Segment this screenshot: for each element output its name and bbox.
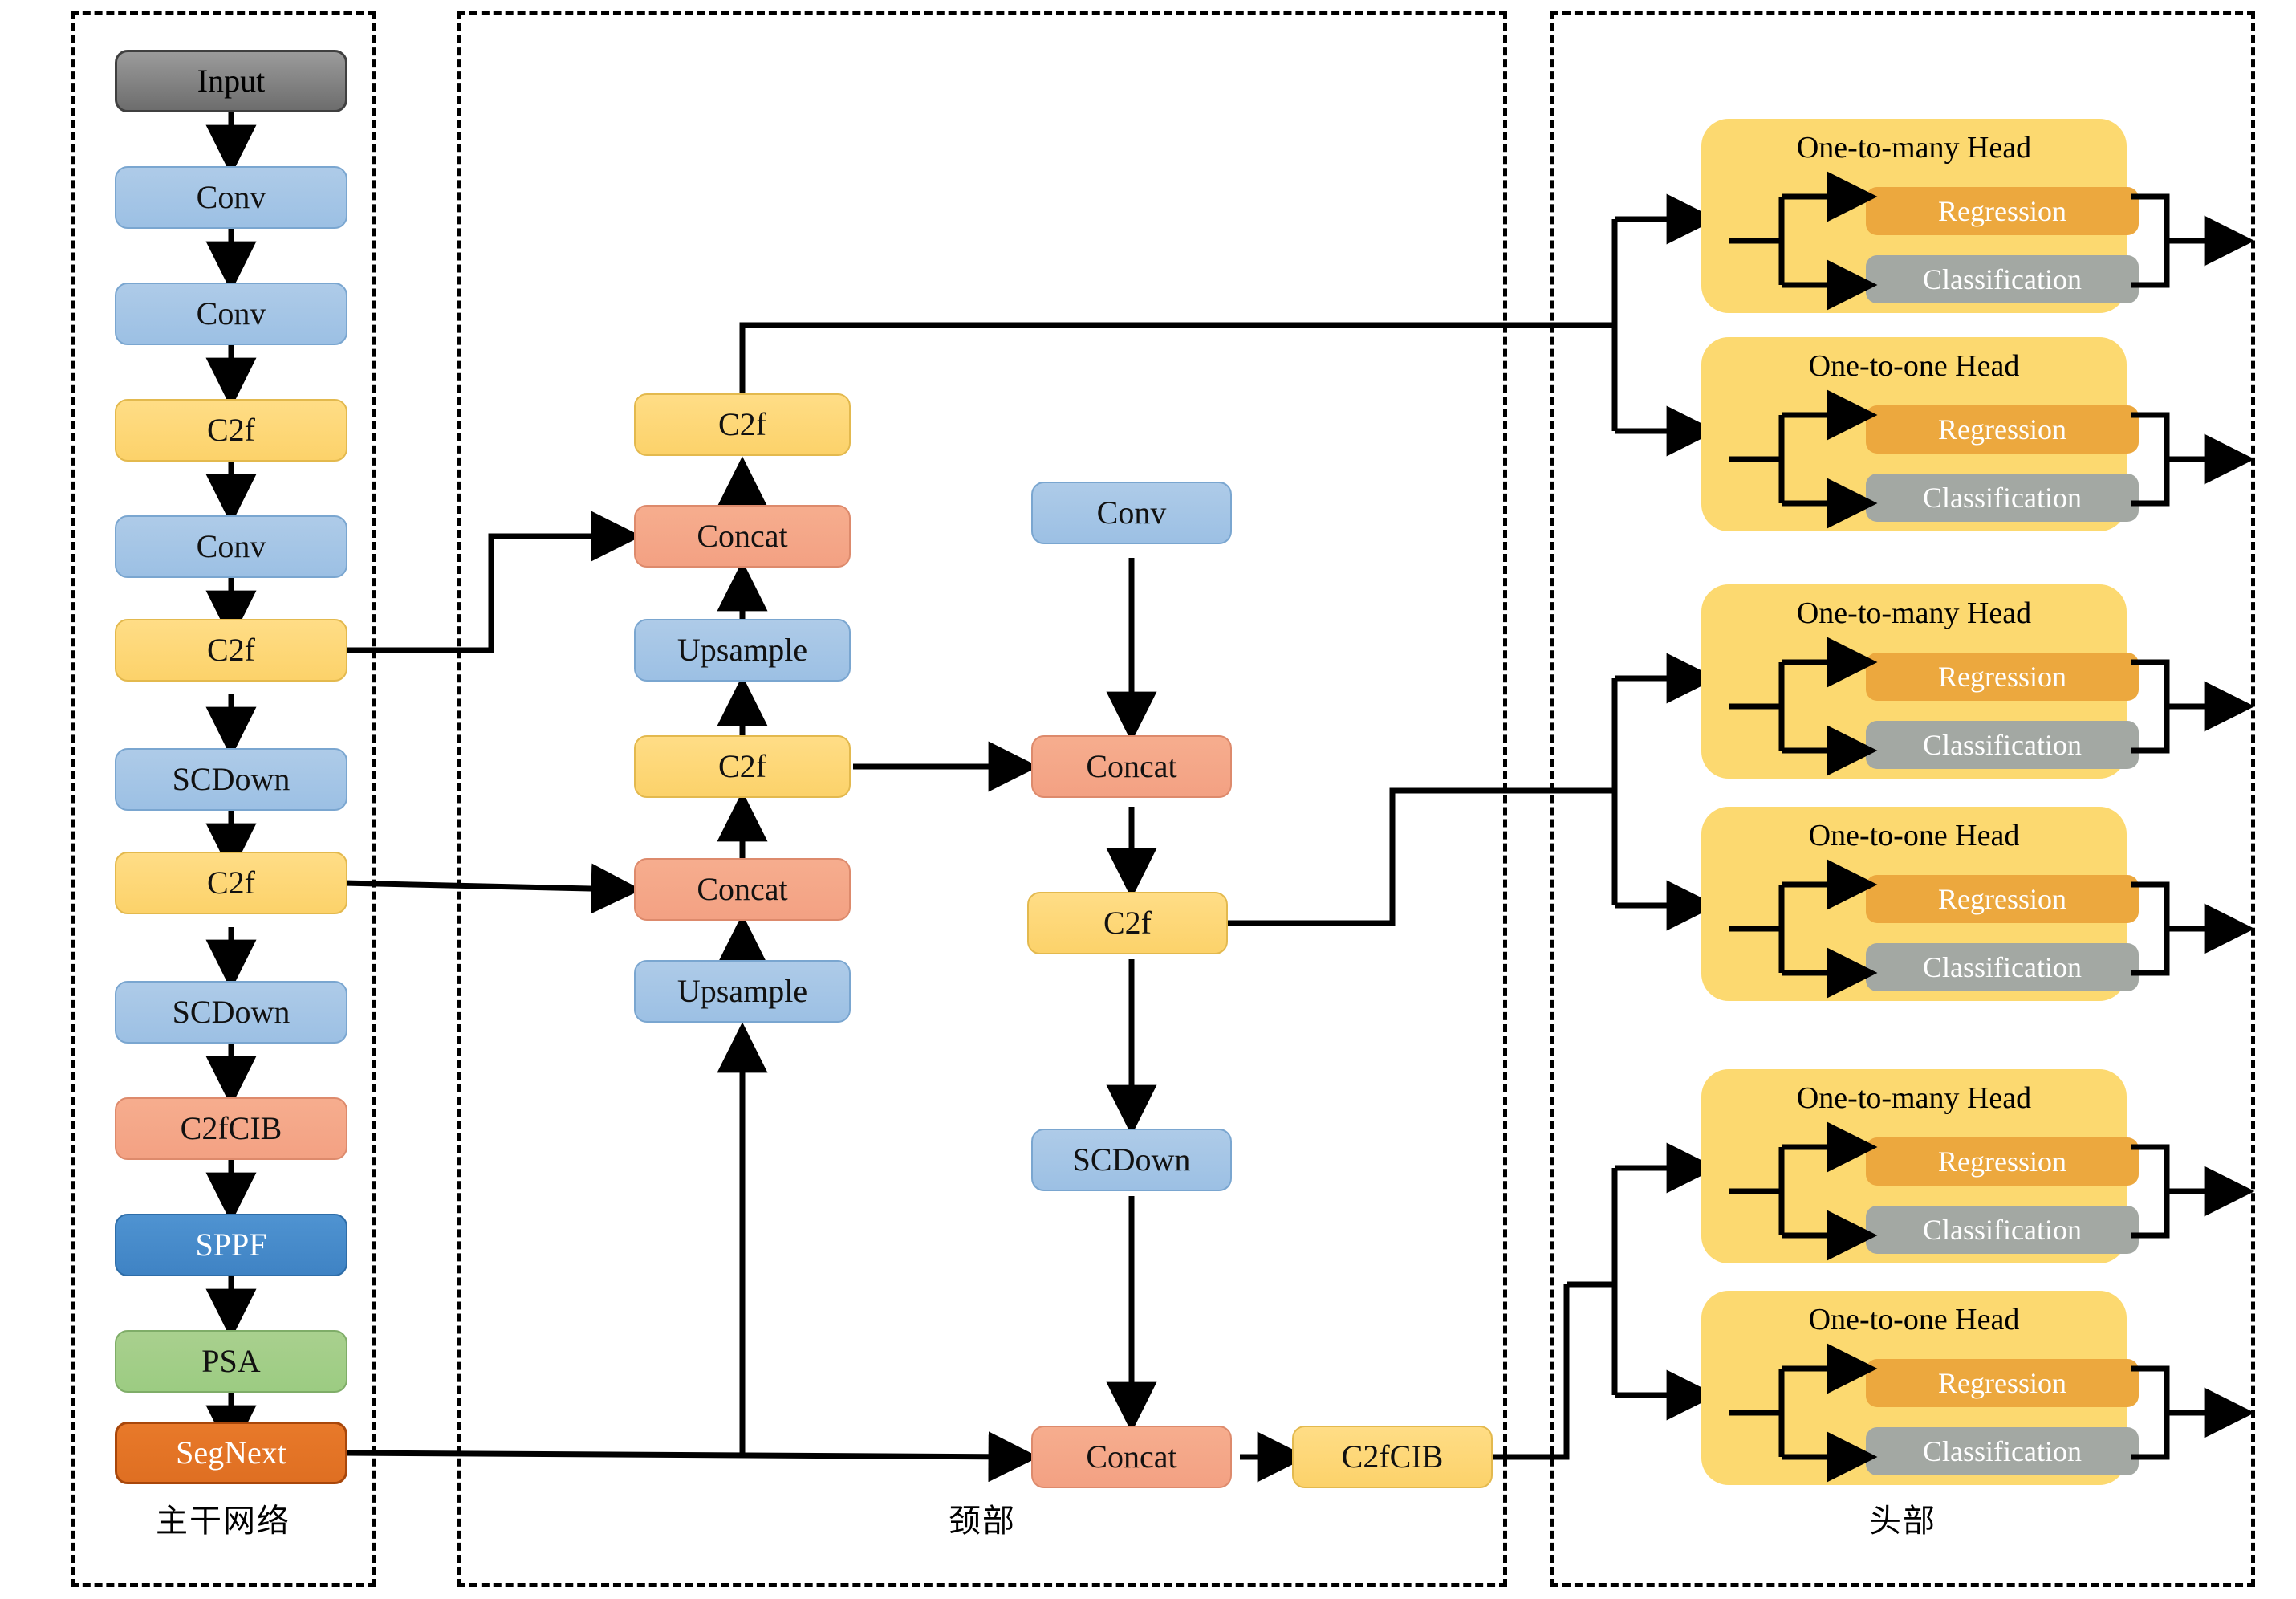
head-branch-regression[interactable]: Regression bbox=[1866, 1137, 2139, 1186]
head-title-one-to-one-2: One-to-one Head bbox=[1808, 819, 2020, 852]
backbone-node-scdown-1[interactable]: SCDown bbox=[115, 748, 347, 811]
head-panel-one-to-many-3: One-to-many Head Regression Classificati… bbox=[1701, 1069, 2139, 1263]
backbone-node-c2f-3[interactable]: C2f bbox=[115, 852, 347, 914]
head-branch-classification[interactable]: Classification bbox=[1866, 943, 2139, 991]
backbone-node-c2f-2[interactable]: C2f bbox=[115, 619, 347, 682]
neck-node-upsample-2[interactable]: Upsample bbox=[634, 960, 851, 1023]
neck-node-c2f-mid[interactable]: C2f bbox=[634, 735, 851, 798]
backbone-node-conv-2[interactable]: Conv bbox=[115, 283, 347, 345]
head-title-one-to-many-3: One-to-many Head bbox=[1796, 1081, 2032, 1115]
head-branch-regression[interactable]: Regression bbox=[1866, 653, 2139, 701]
head-branch-regression[interactable]: Regression bbox=[1866, 1359, 2139, 1407]
head-branch-classification[interactable]: Classification bbox=[1866, 255, 2139, 303]
group-label-backbone: 主干网络 bbox=[156, 1503, 291, 1539]
neck-node-concat-3[interactable]: Concat bbox=[1031, 735, 1232, 798]
neck-node-concat-2[interactable]: Concat bbox=[634, 858, 851, 921]
neck-node-c2f-p3[interactable]: C2f bbox=[634, 393, 851, 456]
backbone-node-input[interactable]: Input bbox=[115, 50, 347, 112]
head-panel-one-to-many-1: One-to-many Head Regression Classificati… bbox=[1701, 119, 2139, 313]
head-title-one-to-many-1: One-to-many Head bbox=[1796, 131, 2032, 165]
backbone-node-c2f-1[interactable]: C2f bbox=[115, 399, 347, 462]
neck-node-c2f-p4[interactable]: C2f bbox=[1027, 892, 1228, 954]
neck-node-scdown[interactable]: SCDown bbox=[1031, 1129, 1232, 1191]
head-panel-one-to-many-2: One-to-many Head Regression Classificati… bbox=[1701, 584, 2139, 779]
head-panel-one-to-one-3: One-to-one Head Regression Classificatio… bbox=[1701, 1291, 2139, 1485]
head-branch-classification[interactable]: Classification bbox=[1866, 474, 2139, 522]
backbone-node-c2fcib[interactable]: C2fCIB bbox=[115, 1097, 347, 1160]
head-branch-regression[interactable]: Regression bbox=[1866, 875, 2139, 923]
neck-node-conv[interactable]: Conv bbox=[1031, 482, 1232, 544]
group-neck-frame bbox=[457, 11, 1507, 1587]
neck-node-concat-4[interactable]: Concat bbox=[1031, 1426, 1232, 1488]
neck-node-c2fcib-p5[interactable]: C2fCIB bbox=[1292, 1426, 1493, 1488]
backbone-node-segnext[interactable]: SegNext bbox=[115, 1422, 347, 1484]
head-branch-classification[interactable]: Classification bbox=[1866, 1206, 2139, 1254]
head-branch-regression[interactable]: Regression bbox=[1866, 187, 2139, 235]
head-title-one-to-one-1: One-to-one Head bbox=[1808, 349, 2020, 383]
head-panel-one-to-one-1: One-to-one Head Regression Classificatio… bbox=[1701, 337, 2139, 531]
backbone-node-psa[interactable]: PSA bbox=[115, 1330, 347, 1393]
head-branch-classification[interactable]: Classification bbox=[1866, 721, 2139, 769]
head-title-one-to-one-3: One-to-one Head bbox=[1808, 1303, 2020, 1337]
group-backbone-frame bbox=[71, 11, 376, 1587]
head-title-one-to-many-2: One-to-many Head bbox=[1796, 596, 2032, 630]
group-label-neck: 颈部 bbox=[949, 1503, 1016, 1539]
head-panel-one-to-one-2: One-to-one Head Regression Classificatio… bbox=[1701, 807, 2139, 1001]
head-branch-regression[interactable]: Regression bbox=[1866, 405, 2139, 454]
neck-node-concat-1[interactable]: Concat bbox=[634, 505, 851, 568]
head-branch-classification[interactable]: Classification bbox=[1866, 1427, 2139, 1475]
backbone-node-conv-3[interactable]: Conv bbox=[115, 515, 347, 578]
backbone-node-sppf[interactable]: SPPF bbox=[115, 1214, 347, 1276]
neck-node-upsample-1[interactable]: Upsample bbox=[634, 619, 851, 682]
backbone-node-scdown-2[interactable]: SCDown bbox=[115, 981, 347, 1044]
backbone-node-conv-1[interactable]: Conv bbox=[115, 166, 347, 229]
group-label-head: 头部 bbox=[1869, 1503, 1936, 1539]
